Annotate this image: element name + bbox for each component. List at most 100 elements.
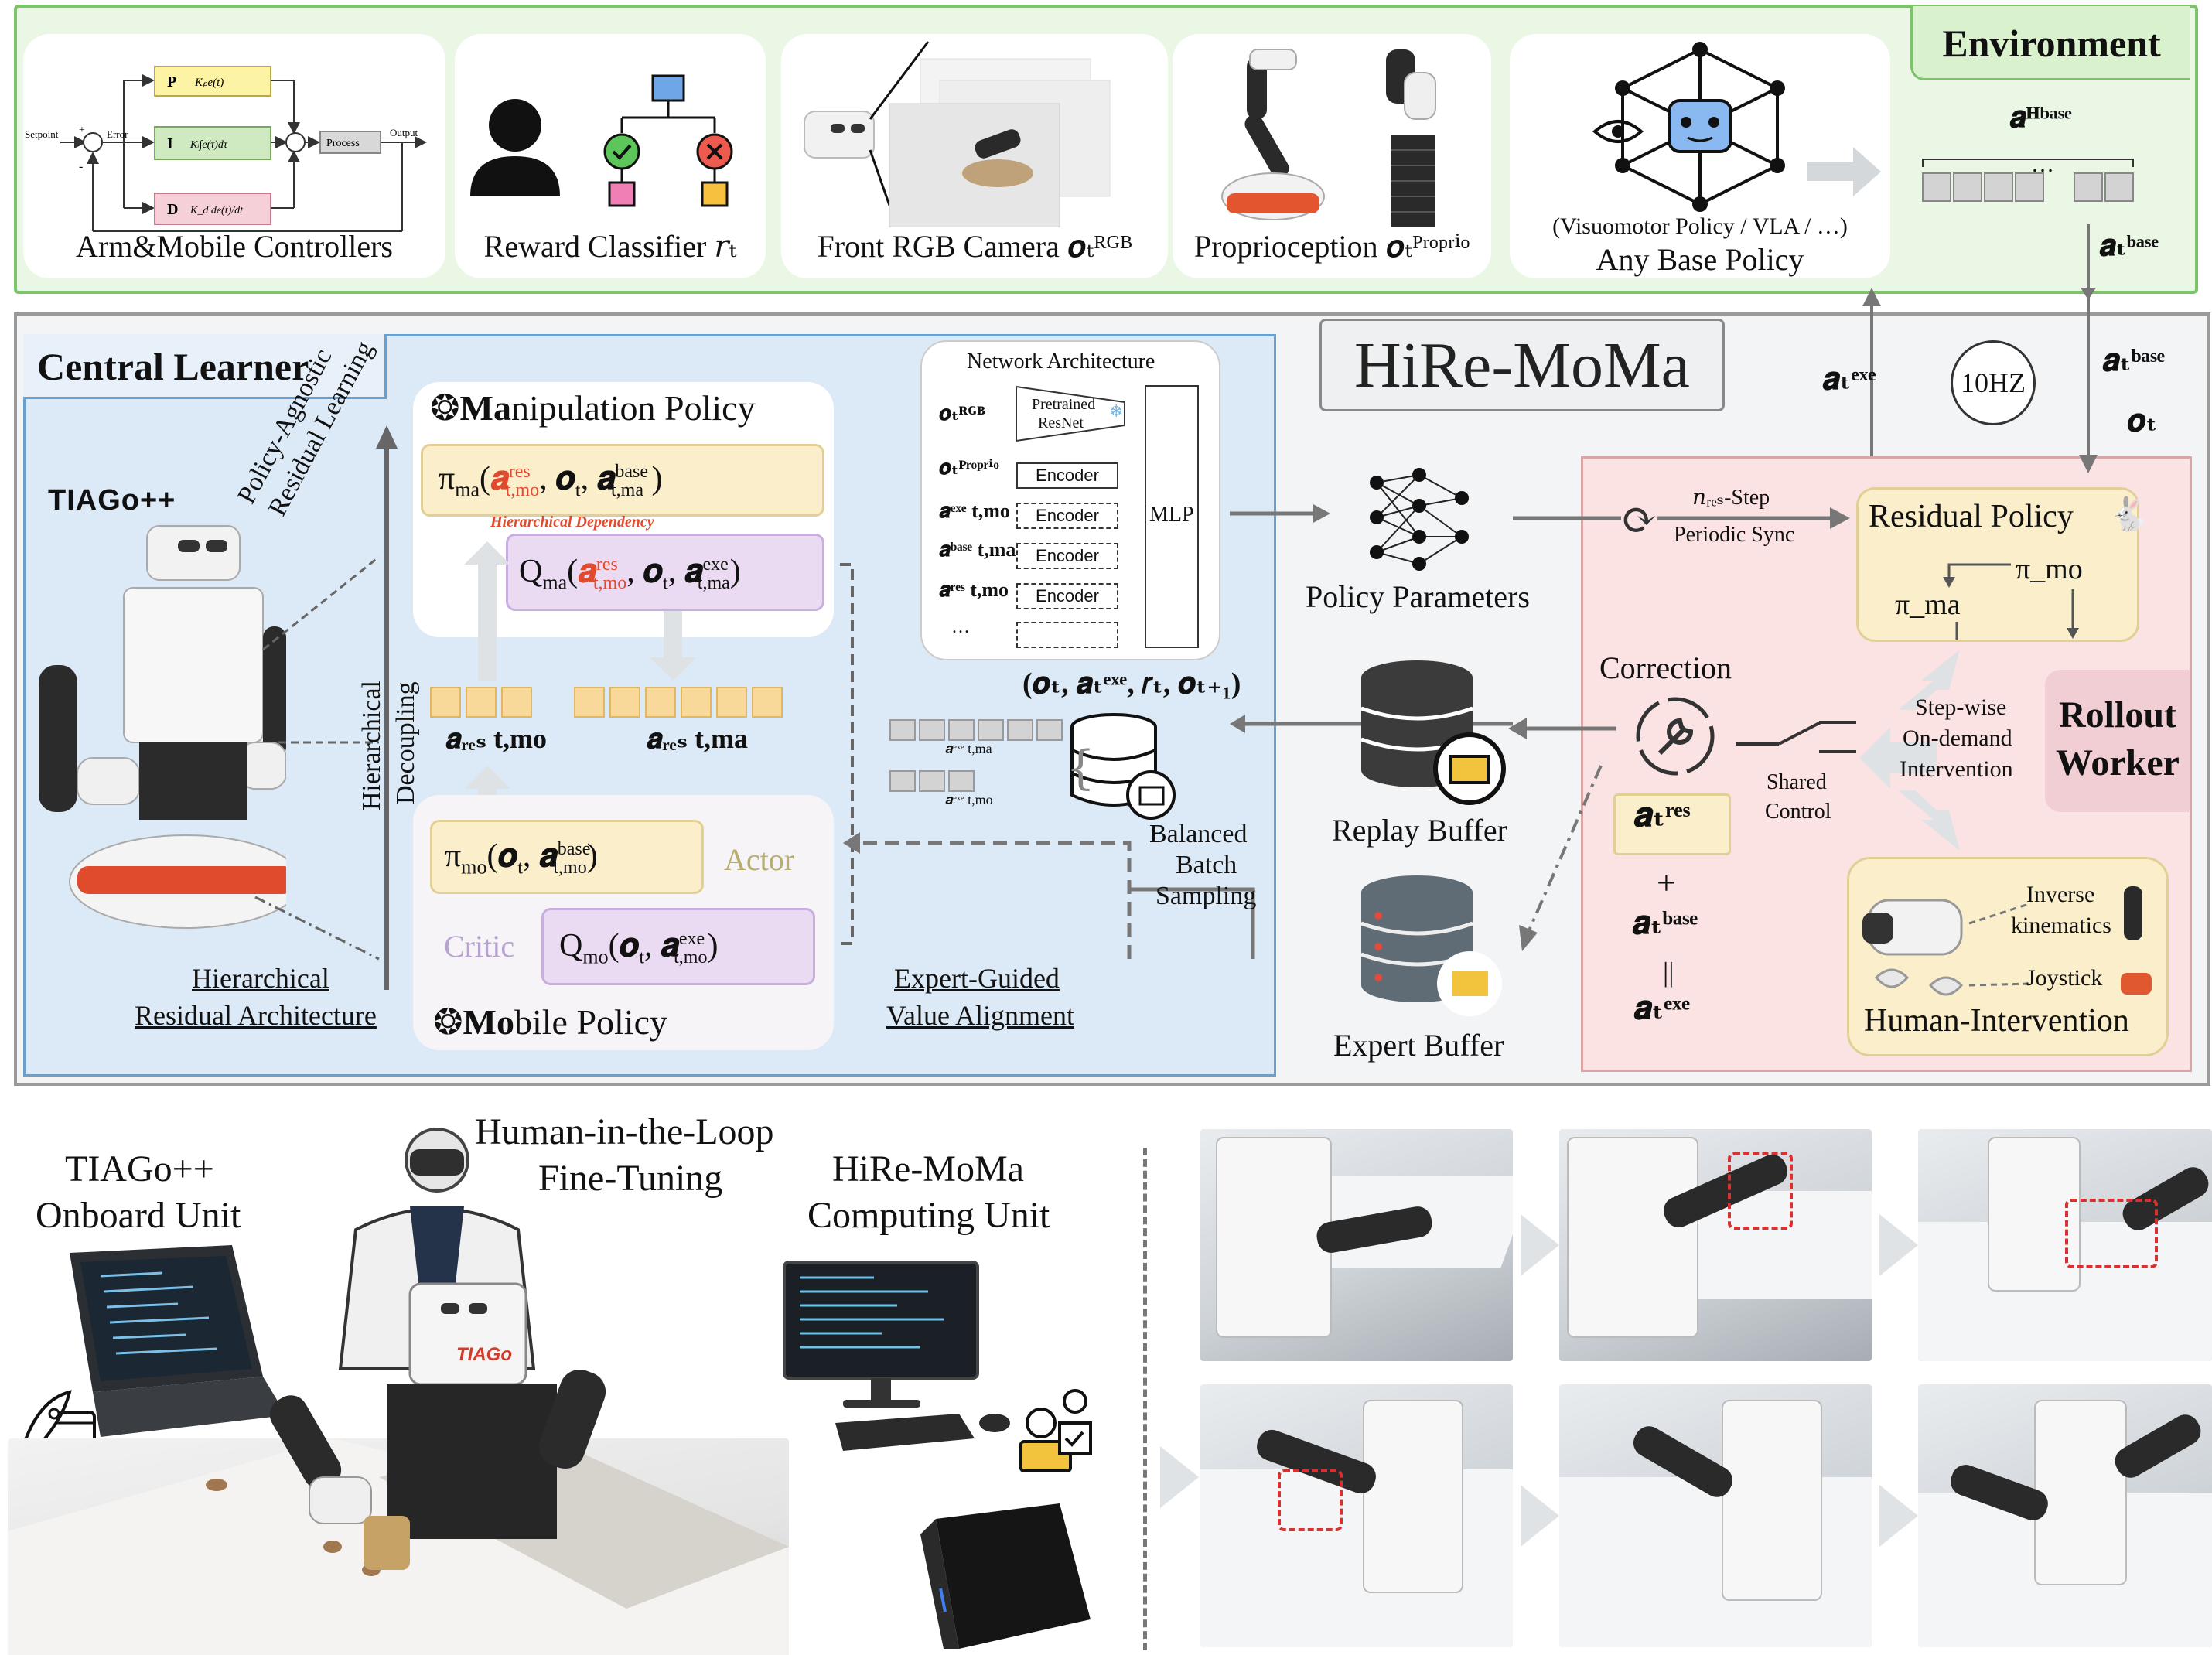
residual-policy-label: Residual Policy	[1869, 499, 2074, 534]
sync-line1: 𝑛ᵣₑₛ-Step	[1692, 486, 1770, 510]
net-input-res: 𝒂ʳᵉˢ t,mo	[939, 578, 1009, 601]
pid-diagram: P Kₚe(t) I Kᵢ∫e(τ)dτ D K_d de(t)/dt Proc…	[25, 66, 427, 232]
sync-line2: Periodic Sync	[1674, 523, 1795, 547]
exe-ma-label: 𝒂ᵉˣᵉ t,ma	[945, 741, 992, 756]
exe-ma-square	[978, 719, 1004, 741]
balanced-line3: Sampling	[1155, 882, 1257, 910]
shared-line2: Control	[1765, 800, 1831, 824]
reward-tree-icon	[470, 74, 733, 207]
a-exe-sum: 𝒂ₜᵉˣᵉ	[1633, 991, 1691, 1026]
res-ma-square	[716, 687, 747, 718]
net-input-base: 𝒂ᵇᵃˢᵉ t,ma	[939, 538, 1016, 561]
onboard-line1: TIAGo++	[65, 1148, 214, 1189]
switch-icon	[1736, 721, 1856, 753]
robot-name: TIAGo++	[48, 484, 176, 517]
res-ma-square	[574, 687, 605, 718]
neural-network-icon	[1370, 468, 1469, 571]
sync-arrow	[1513, 507, 1850, 529]
pi-mo-formula: πmo(𝒐t, 𝒂baset,mo)	[445, 838, 598, 879]
pc-tower-icon	[920, 1503, 1091, 1649]
pid-d: D	[167, 201, 178, 218]
hier-dependency: Hierarchical Dependency	[490, 514, 654, 531]
stepwise-line2: On-demand	[1903, 725, 2012, 751]
monitor-icon	[783, 1261, 979, 1408]
res-ma-square	[681, 687, 712, 718]
expert-buffer-icon	[1360, 875, 1502, 1016]
a-res-label: 𝒂ₜʳᵉˢ	[1633, 796, 1691, 834]
actor-label: Actor	[724, 842, 795, 877]
base-policy-card: (Visuomotor Policy / VLA / …) Any Base P…	[1510, 34, 1890, 278]
replay-buffer-label: Replay Buffer	[1332, 813, 1507, 848]
camera-card: Front RGB Camera 𝒐ₜᴿᴳᴮ	[781, 34, 1168, 278]
pi-mo-residual: π_mo	[2016, 553, 2083, 585]
reward-card: Reward Classifier 𝑟ₜ	[455, 34, 766, 278]
joystick-label: Joystick	[2026, 965, 2103, 991]
pi-symbol: π	[439, 461, 456, 496]
rabbit-icon: 🐇	[2108, 495, 2149, 533]
laptop-icon	[70, 1245, 286, 1437]
base-policy-sub: (Visuomotor Policy / VLA / …)	[1552, 213, 1848, 239]
exe-mo-square	[889, 770, 916, 792]
controllers-label: Arm&Mobile Controllers	[76, 229, 393, 264]
exe-mo-square	[919, 770, 945, 792]
rollout-tab-line2: Worker	[2056, 742, 2180, 783]
value-alignment-arrows	[835, 563, 1255, 959]
pid-output: Output	[390, 127, 418, 138]
camera-frames-icon	[804, 41, 1111, 228]
brace: {	[1066, 741, 1096, 795]
computing-line2: Computing Unit	[807, 1195, 1050, 1236]
task-photo-2	[1559, 1129, 1872, 1361]
inverse-line1: Inverse	[2026, 882, 2095, 907]
hierarchy-arrows	[254, 425, 398, 990]
task-photo-4	[1200, 1384, 1513, 1647]
correction-label: Correction	[1599, 650, 1732, 685]
mlp-label: MLP	[1149, 503, 1194, 527]
seq-dots: …	[2031, 152, 2054, 177]
res-ma-square	[645, 687, 676, 718]
encoder-res: Encoder	[1016, 583, 1118, 609]
q-ma-box: Qma(𝒂rest,mo, 𝒐t, 𝒂exet,ma)	[506, 534, 824, 611]
sequence-arrow	[1879, 1214, 1918, 1276]
q-mo-box: Qmo(𝒐t, 𝒂exet,mo)	[541, 908, 815, 985]
net-input-proprio: 𝒐ₜᴾʳᵒᵖʳⁱᵒ	[939, 456, 999, 479]
sequence-arrow	[1160, 1446, 1199, 1508]
action-base-H: 𝒂ᴴᵇᵃˢᵉ	[2009, 101, 2072, 134]
pid-plus: +	[79, 125, 85, 136]
stepwise-line3: Intervention	[1900, 756, 2013, 782]
section-divider	[1143, 1148, 1147, 1650]
mobile-bold: Mo	[463, 1002, 514, 1042]
stepwise-line1: Step-wise	[1915, 694, 2007, 720]
exe-ma-square	[1036, 719, 1063, 741]
camera-label: Front RGB Camera 𝒐ₜᴿᴳᴮ	[817, 229, 1132, 264]
network-body: 𝒐ₜᴿᴳᴮ Pretrained ResNet ❄ 𝒐ₜᴾʳᵒᵖʳⁱᵒ Enco…	[936, 385, 1214, 648]
brain-icon: ❂	[430, 388, 460, 428]
a-base-sum: 𝒂ₜᵇᵃˢᵉ	[1632, 906, 1698, 941]
pid-minus: -	[79, 160, 83, 173]
a-base-top: 𝒂ₜᵇᵃˢᵉ	[2102, 343, 2166, 377]
balanced-db-icon	[1070, 713, 1176, 820]
critic-label: Critic	[444, 929, 515, 964]
rollout-signal-arrows	[1862, 288, 2098, 473]
encoder-exe: Encoder	[1016, 503, 1118, 529]
residual-internal-arrows	[1943, 563, 2079, 640]
mobile-rest: bile Policy	[514, 1002, 668, 1042]
tiago-robot-icon	[39, 525, 286, 929]
exe-ma-square	[1007, 719, 1033, 741]
q-mo-formula: Qmo(𝒐t, 𝒂exet,mo)	[559, 928, 719, 968]
sequence-arrow	[1521, 1214, 1559, 1276]
human-intervention-box	[1847, 857, 2169, 1056]
exe-mo-label: 𝒂ᵉˣᵉ t,mo	[945, 792, 993, 807]
policy-parameters-label: Policy Parameters	[1306, 579, 1530, 614]
pid-setpoint: Setpoint	[25, 128, 59, 140]
shared-line1: Shared	[1767, 770, 1827, 794]
hier-decoupling-line2: Decoupling	[391, 681, 420, 804]
task-photo-6	[1918, 1384, 2212, 1647]
correction-wrench-icon	[1636, 697, 1715, 776]
proprio-card: Proprioception 𝒐ₜᴾʳᵒᵖʳⁱᵒ	[1173, 34, 1491, 278]
a-res-box	[1613, 793, 1731, 855]
res-mo-label: 𝒂ᵣₑₛ t,mo	[445, 723, 548, 754]
task-photo-5	[1559, 1384, 1872, 1647]
manip-rest: nipulation Policy	[510, 388, 756, 428]
robot-brand: TIAGo	[456, 1344, 512, 1365]
mlp-block: MLP	[1145, 385, 1199, 648]
